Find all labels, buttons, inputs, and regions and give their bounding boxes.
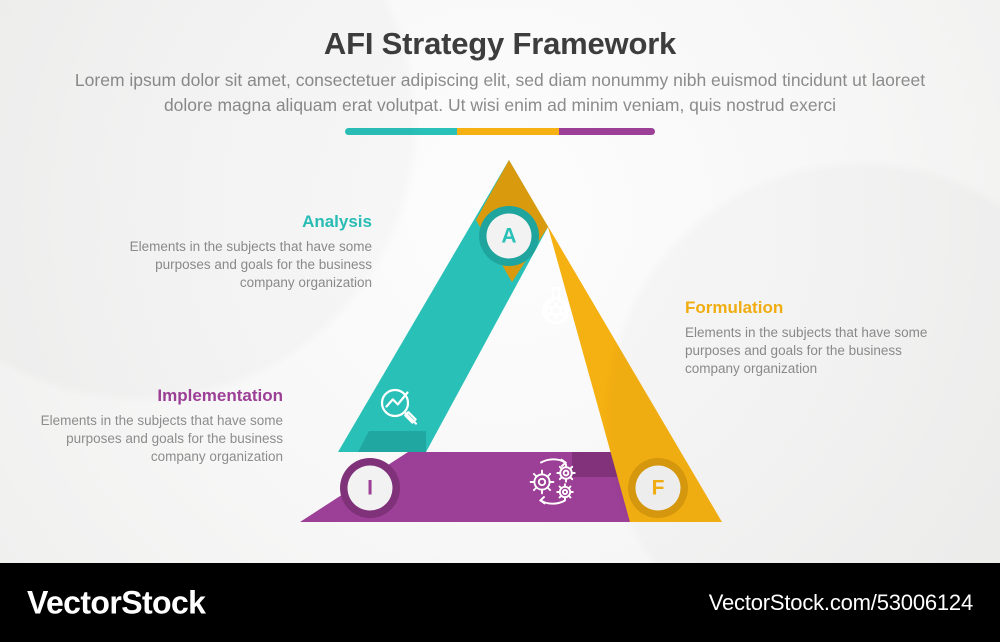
flask-molecule-icon xyxy=(542,286,570,325)
badge-formulation-letter: F xyxy=(652,477,665,500)
heading-implementation: Implementation xyxy=(157,386,283,405)
color-divider-bar xyxy=(345,128,655,135)
gears-cycle-icon xyxy=(529,458,576,505)
divider-segment-teal xyxy=(345,128,457,135)
magnifier-chart-icon xyxy=(380,388,418,425)
badge-implementation-letter: I xyxy=(367,477,373,500)
heading-formulation: Formulation xyxy=(685,298,784,317)
divider-segment-amber xyxy=(456,128,559,135)
watermark-footer: VectorStock VectorStock.com/53006124 xyxy=(0,563,1000,642)
triangle-diagram: A F I xyxy=(290,150,730,540)
badge-analysis-disc xyxy=(486,213,532,259)
badge-analysis[interactable]: A xyxy=(479,206,539,266)
heading-analysis: Analysis xyxy=(302,212,372,231)
vectorstock-url: VectorStock.com/53006124 xyxy=(708,589,973,615)
description-implementation: Elements in the subjects that have some … xyxy=(40,413,283,464)
badge-formulation[interactable]: F xyxy=(628,458,688,518)
divider-segment-purple xyxy=(558,128,655,135)
text-block-analysis: Analysis Elements in the subjects that h… xyxy=(120,212,372,292)
formulation-arm-shape xyxy=(509,160,722,522)
badge-analysis-letter: A xyxy=(501,225,516,248)
infographic-artboard: AFI Strategy Framework Lorem ipsum dolor… xyxy=(0,0,1000,563)
description-analysis: Elements in the subjects that have some … xyxy=(129,239,372,290)
text-block-implementation: Implementation Elements in the subjects … xyxy=(35,386,283,466)
vectorstock-logo: VectorStock xyxy=(27,584,206,620)
text-block-formulation: Formulation Elements in the subjects tha… xyxy=(685,298,940,378)
badge-formulation-disc xyxy=(635,465,681,511)
description-formulation: Elements in the subjects that have some … xyxy=(685,325,928,376)
badge-implementation[interactable]: I xyxy=(340,458,400,518)
page-title: AFI Strategy Framework xyxy=(323,26,677,61)
analysis-arm-shadow-wedge xyxy=(358,431,426,452)
page-subtitle: Lorem ipsum dolor sit amet, consectetuer… xyxy=(74,70,926,115)
badge-implementation-disc xyxy=(347,465,393,511)
